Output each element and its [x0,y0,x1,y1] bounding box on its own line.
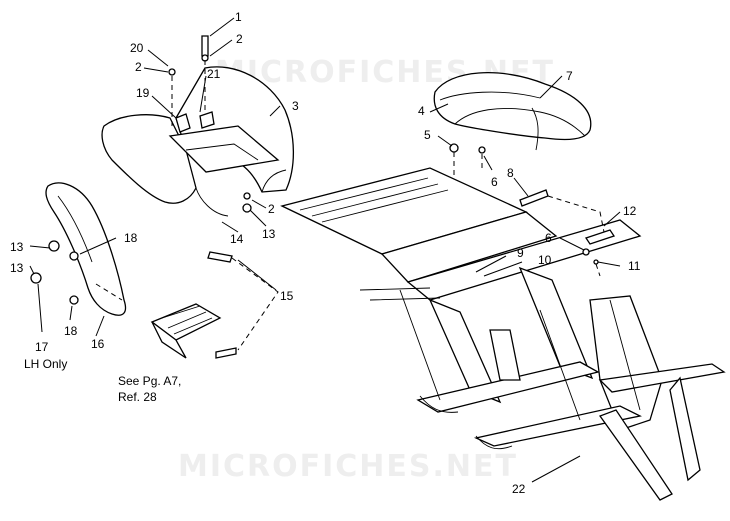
callout-11: 11 [628,259,641,273]
callout-6b: 6 [545,231,552,245]
callout-labels: 1 2 20 2 21 19 3 4 7 5 6 8 12 6 9 10 11 … [10,10,641,496]
callout-18b: 18 [64,324,78,338]
callout-2c: 2 [268,202,275,216]
callout-9: 9 [517,246,524,260]
callout-21: 21 [207,67,221,81]
callout-20: 20 [130,41,144,55]
callout-13c: 13 [10,261,24,275]
callout-10: 10 [538,253,552,267]
note-see-page-line2: Ref. 28 [118,390,157,404]
callout-2: 2 [236,32,243,46]
callout-7: 7 [566,69,573,83]
callout-2b: 2 [135,60,142,74]
note-lh-only: LH Only [24,357,67,371]
side-panel [45,182,127,316]
callout-13: 13 [262,227,276,241]
leader-lines [29,17,621,483]
note-see-page-line1: See Pg. A7, [118,374,181,388]
callout-8: 8 [507,166,514,180]
rear-fender [101,66,295,217]
callout-12: 12 [623,204,637,218]
callout-16: 16 [91,337,105,351]
callout-19: 19 [136,86,150,100]
callout-14: 14 [230,232,244,246]
callout-13b: 13 [10,240,24,254]
callout-18: 18 [124,231,138,245]
callout-4: 4 [418,104,425,118]
callout-5: 5 [424,128,431,142]
assembly-lines [95,60,605,351]
footrest-bracket [150,303,222,359]
frame [280,167,726,501]
watermark-bottom: MICROFICHES.NET [178,449,518,484]
callout-22: 22 [512,482,526,496]
seat [433,72,592,151]
callout-15: 15 [280,289,294,303]
callout-3: 3 [292,99,299,113]
callout-17: 17 [35,340,49,354]
hardware [30,35,616,359]
callout-6: 6 [491,175,498,189]
callout-1: 1 [235,10,242,24]
